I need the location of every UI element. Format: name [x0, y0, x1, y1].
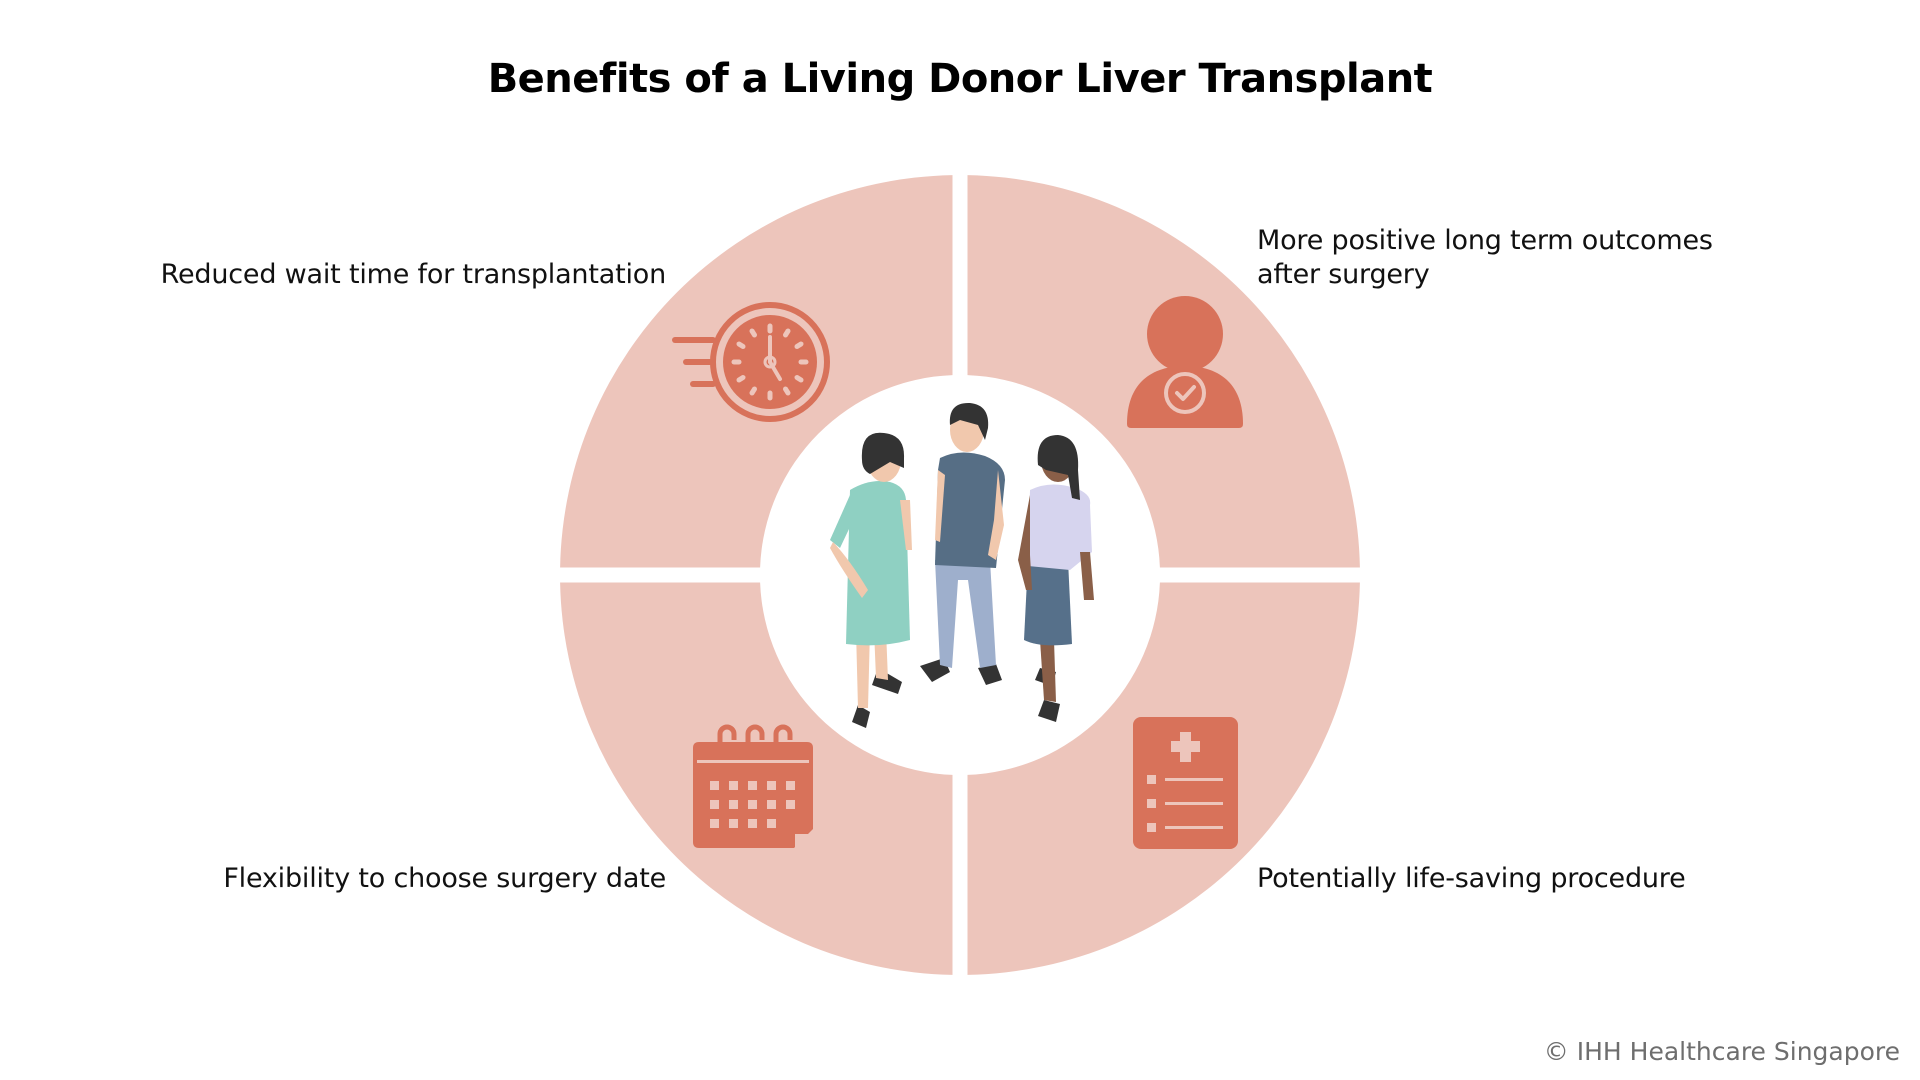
fast-clock-icon — [672, 302, 830, 422]
person-right — [1018, 435, 1094, 722]
copyright-credit: © IHH Healthcare Singapore — [1543, 1037, 1900, 1066]
benefit-label-flexibility: Flexibility to choose surgery date — [223, 863, 666, 894]
benefit-label-line-2: after surgery — [1257, 259, 1430, 290]
page-title: Benefits of a Living Donor Liver Transpl… — [487, 56, 1433, 102]
person-left — [830, 432, 912, 728]
three-people-illustration — [830, 402, 1094, 728]
benefit-label-reduced-wait: Reduced wait time for transplantation — [160, 259, 667, 290]
medical-record-icon — [1133, 717, 1238, 849]
benefit-label-line-1: More positive long term outcomes — [1257, 225, 1713, 256]
benefit-label-long-term-outcomes: More positive long term outcomes after s… — [1257, 224, 1817, 292]
calendar-icon — [693, 724, 813, 848]
benefit-label-life-saving: Potentially life-saving procedure — [1257, 863, 1686, 894]
person-check-icon — [1127, 296, 1243, 428]
person-middle — [920, 402, 1005, 685]
